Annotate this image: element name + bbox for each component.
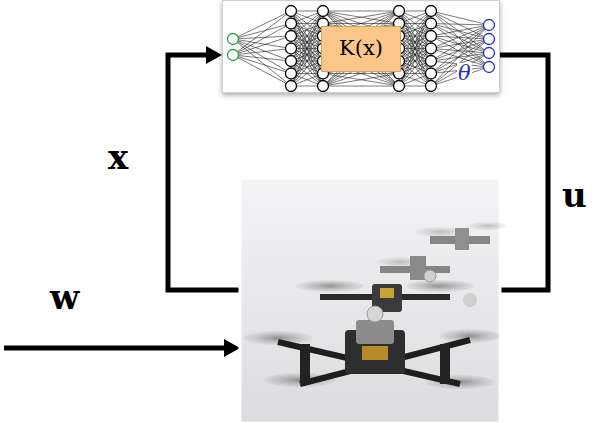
parameter-label: θ [457,63,472,84]
state-label: x [108,140,128,174]
disturbance-label: w [50,280,79,314]
drone-photo [240,178,508,423]
network-panel: θ K(x) [222,0,500,93]
controller-label: K(x) [339,37,383,60]
controller-box: K(x) [321,26,401,72]
input-label: u [562,178,587,212]
